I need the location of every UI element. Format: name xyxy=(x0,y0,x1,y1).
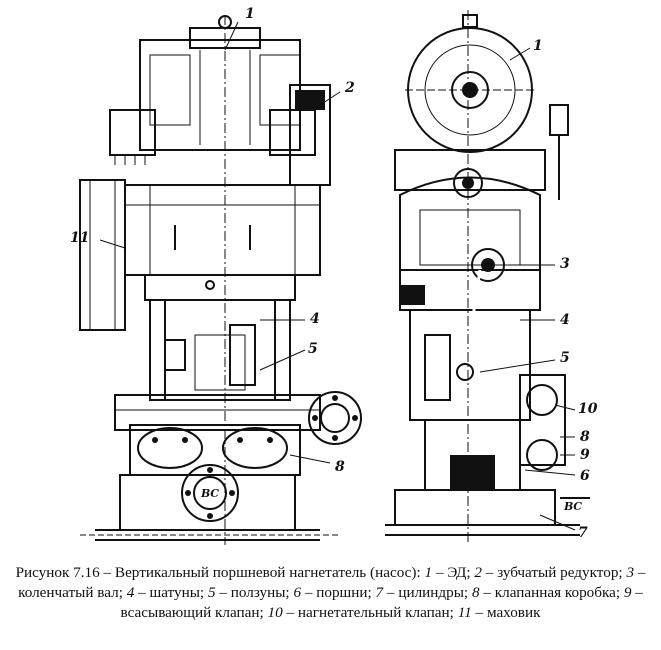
callout-left-1: 1 xyxy=(245,6,255,22)
callout-right-3: 3 xyxy=(560,256,570,272)
caption-text: – ползуны; xyxy=(215,584,294,601)
figure-caption: Рисунок 7.16 – Вертикальный поршневой на… xyxy=(10,563,651,623)
callout-right-10: 10 xyxy=(578,401,598,417)
callout-right-4: 4 xyxy=(560,312,570,328)
caption-num: 9 xyxy=(623,584,632,601)
pump-drawing: ВС 1 2 11 4 5 8 xyxy=(70,6,598,545)
caption-num: 8 xyxy=(471,584,480,601)
callout-right-7: 7 xyxy=(578,525,588,541)
caption-num: 6 xyxy=(293,584,302,601)
suction-stamp-right: ВС xyxy=(563,500,582,513)
callout-right-6: 6 xyxy=(580,468,590,484)
caption-text: – зубчатый редуктор; xyxy=(482,564,627,581)
caption-prefix: Рисунок 7.16 – Вертикальный поршневой на… xyxy=(15,564,425,581)
callout-right-8: 8 xyxy=(580,429,590,445)
caption-num: 10 xyxy=(267,604,283,621)
callout-left-11: 11 xyxy=(70,230,89,246)
callout-left-5: 5 xyxy=(308,341,318,357)
front-view: ВС 1 2 11 4 5 8 xyxy=(70,6,362,545)
caption-text: – всасывающий клапан; xyxy=(120,584,643,621)
caption-num: 11 xyxy=(457,604,472,621)
caption-text: – шатуны; xyxy=(134,584,208,601)
caption-text: – коленчатый вал; xyxy=(18,564,646,601)
caption-num: 3 xyxy=(626,564,635,581)
callout-left-2: 2 xyxy=(344,80,355,96)
callout-right-5: 5 xyxy=(560,350,570,366)
caption-text: – ЭД; xyxy=(432,564,475,581)
caption-num: 2 xyxy=(474,564,482,581)
caption-num: 4 xyxy=(126,584,135,601)
callout-left-4: 4 xyxy=(310,311,320,327)
caption-text: – маховик xyxy=(471,604,541,621)
caption-num: 1 xyxy=(424,564,433,581)
side-view: ВС 1 3 4 5 10 8 9 6 7 xyxy=(385,10,598,545)
callout-left-8: 8 xyxy=(335,459,345,475)
callout-right-9: 9 xyxy=(580,447,590,463)
caption-text: – нагнетательный клапан; xyxy=(282,604,458,621)
caption-num: 5 xyxy=(207,584,216,601)
caption-text: – клапанная коробка; xyxy=(479,584,624,601)
callout-right-1: 1 xyxy=(533,38,543,54)
caption-text: – поршни; xyxy=(301,584,376,601)
caption-text: – цилиндры; xyxy=(383,584,472,601)
suction-stamp-left: ВС xyxy=(200,487,219,500)
caption-num: 7 xyxy=(375,584,384,601)
